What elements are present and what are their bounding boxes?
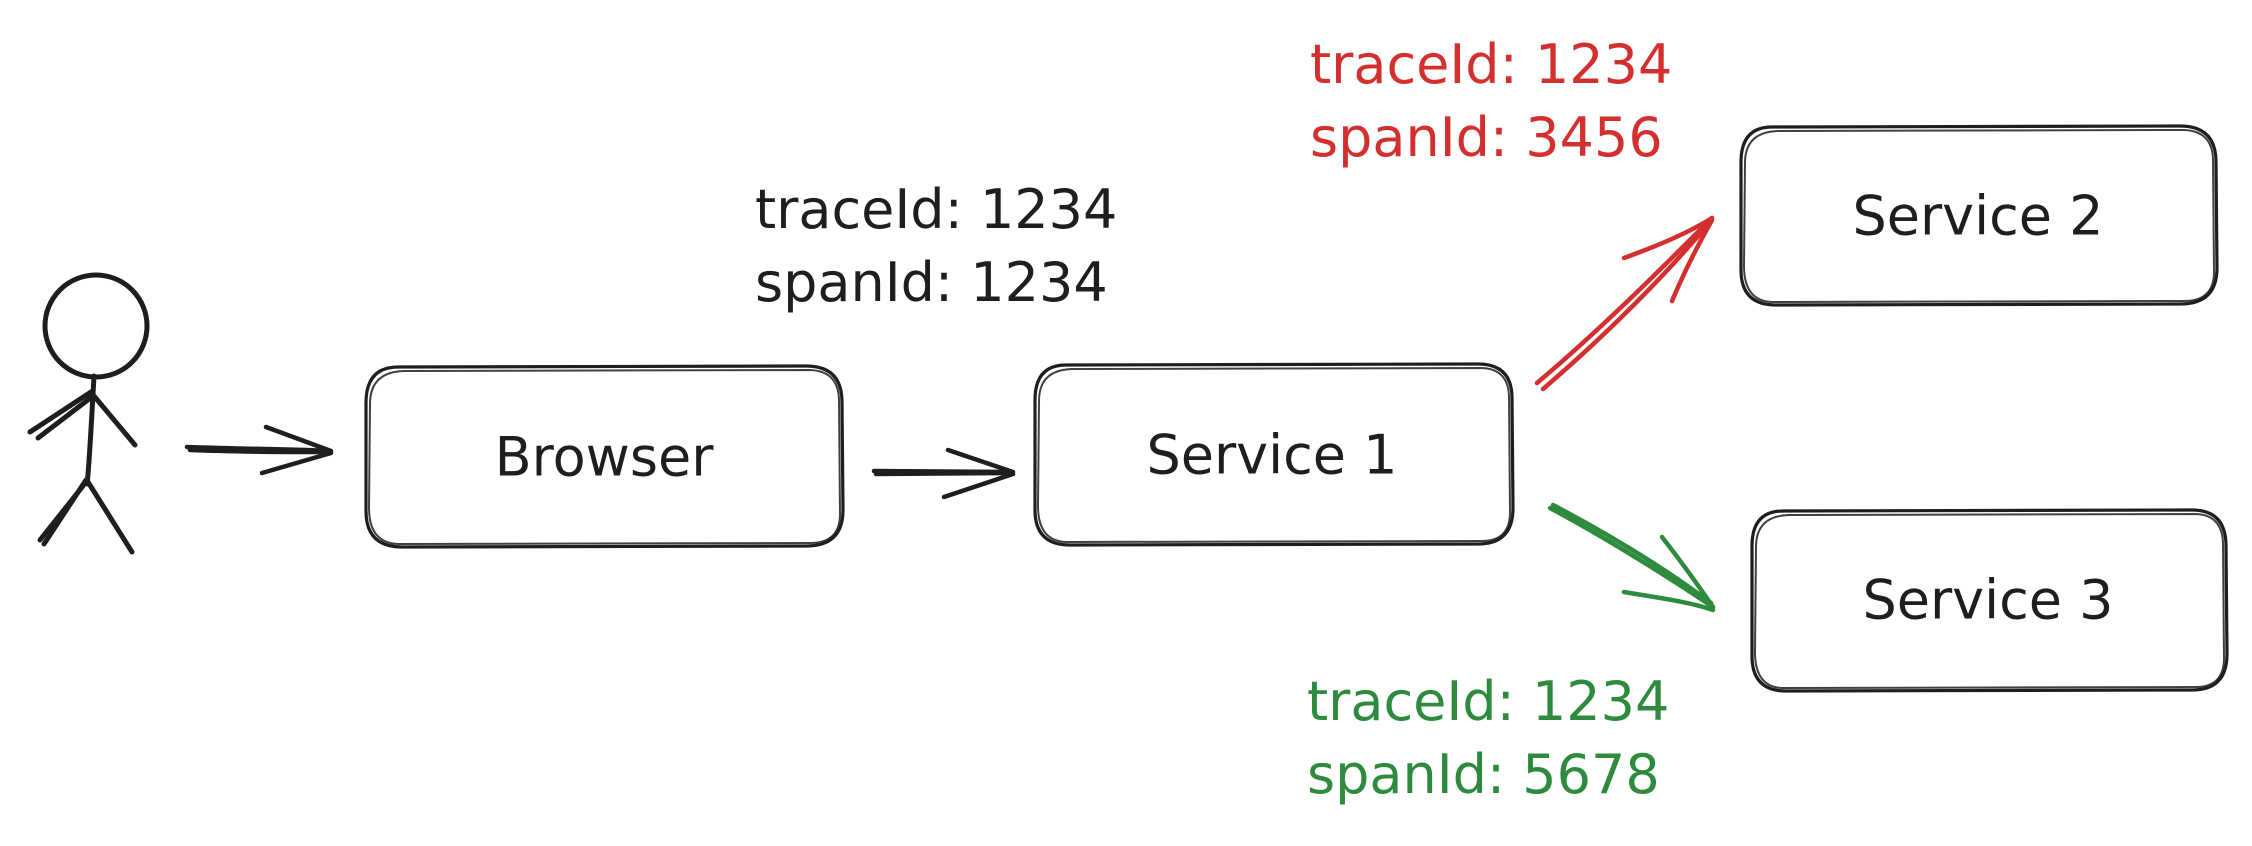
span-id-text: spanId: 5678	[1307, 743, 1660, 806]
span-id-text: spanId: 3456	[1310, 106, 1663, 169]
annotation-service1-service2: traceId: 1234 spanId: 3456	[1310, 33, 1672, 169]
service1-label: Service 1	[1146, 424, 1397, 487]
service2-label: Service 2	[1852, 185, 2103, 248]
service3-label: Service 3	[1862, 569, 2113, 632]
arrow-service1-to-service3	[1547, 502, 1716, 613]
service1-node: Service 1	[1033, 362, 1515, 547]
service2-node: Service 2	[1739, 124, 2219, 307]
trace-id-text: traceId: 1234	[1310, 33, 1672, 96]
user-stick-figure-icon	[27, 272, 150, 555]
browser-node: Browser	[364, 364, 845, 549]
trace-id-text: traceId: 1234	[1307, 670, 1669, 733]
browser-label: Browser	[495, 426, 715, 489]
arrow-user-to-browser	[184, 424, 334, 476]
service3-node: Service 3	[1750, 508, 2229, 693]
arrow-service1-to-service2	[1534, 215, 1715, 392]
annotation-service1-service3: traceId: 1234 spanId: 5678	[1307, 670, 1669, 806]
annotation-browser-service1: traceId: 1234 spanId: 1234	[755, 178, 1117, 314]
arrow-browser-to-service1	[871, 447, 1016, 500]
trace-id-text: traceId: 1234	[755, 178, 1117, 241]
span-id-text: spanId: 1234	[755, 251, 1108, 314]
